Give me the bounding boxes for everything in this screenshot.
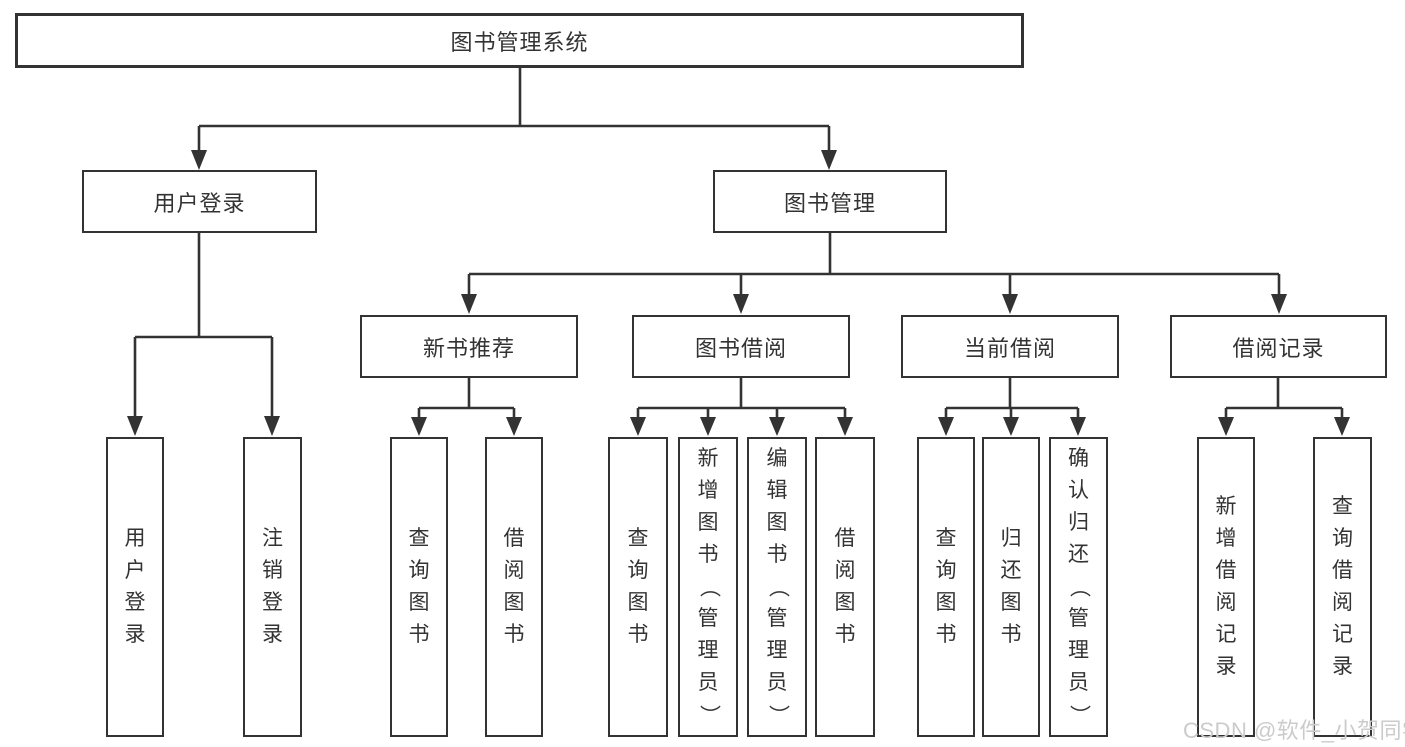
node-book-management-label: 图书管理 (783, 190, 876, 216)
node-book-borrowing: 图书借阅 (632, 315, 850, 378)
leaf-query-books-current: 查询图书 (917, 437, 975, 737)
node-library-management-system-label: 图书管理系统 (450, 29, 589, 55)
leaf-query-books-borrow: 查询图书 (608, 437, 668, 737)
leaf-confirm-return-admin: 确认归还（管理员） (1049, 437, 1108, 737)
node-current-borrowing-label: 当前借阅 (963, 335, 1056, 361)
csdn-watermark: CSDN @软件_小贺同学 (1183, 718, 1405, 743)
leaf-query-borrow-record: 查询借阅记录 (1313, 437, 1372, 737)
node-new-book-recommendation: 新书推荐 (360, 315, 578, 378)
node-current-borrowing: 当前借阅 (901, 315, 1119, 378)
leaf-borrow-books: 借阅图书 (815, 437, 875, 737)
leaf-return-books: 归还图书 (982, 437, 1040, 737)
leaf-edit-book-admin: 编辑图书（管理员） (747, 437, 807, 737)
leaf-borrow-books-recommend: 借阅图书 (485, 437, 543, 737)
node-borrowing-records: 借阅记录 (1170, 315, 1387, 378)
leaf-add-borrow-record: 新增借阅记录 (1197, 437, 1255, 737)
node-borrowing-records-label: 借阅记录 (1232, 335, 1325, 361)
node-new-book-recommendation-label: 新书推荐 (422, 335, 515, 361)
leaf-add-book-admin: 新增图书（管理员） (678, 437, 738, 737)
node-book-management: 图书管理 (713, 170, 947, 233)
leaf-user-login: 用户登录 (106, 437, 164, 737)
node-library-management-system: 图书管理系统 (15, 13, 1024, 68)
node-user-login-label: 用户登录 (153, 190, 246, 216)
node-user-login: 用户登录 (82, 170, 317, 233)
node-book-borrowing-label: 图书借阅 (694, 335, 787, 361)
leaf-logout: 注销登录 (243, 437, 302, 737)
leaf-query-books-recommend: 查询图书 (390, 437, 448, 737)
